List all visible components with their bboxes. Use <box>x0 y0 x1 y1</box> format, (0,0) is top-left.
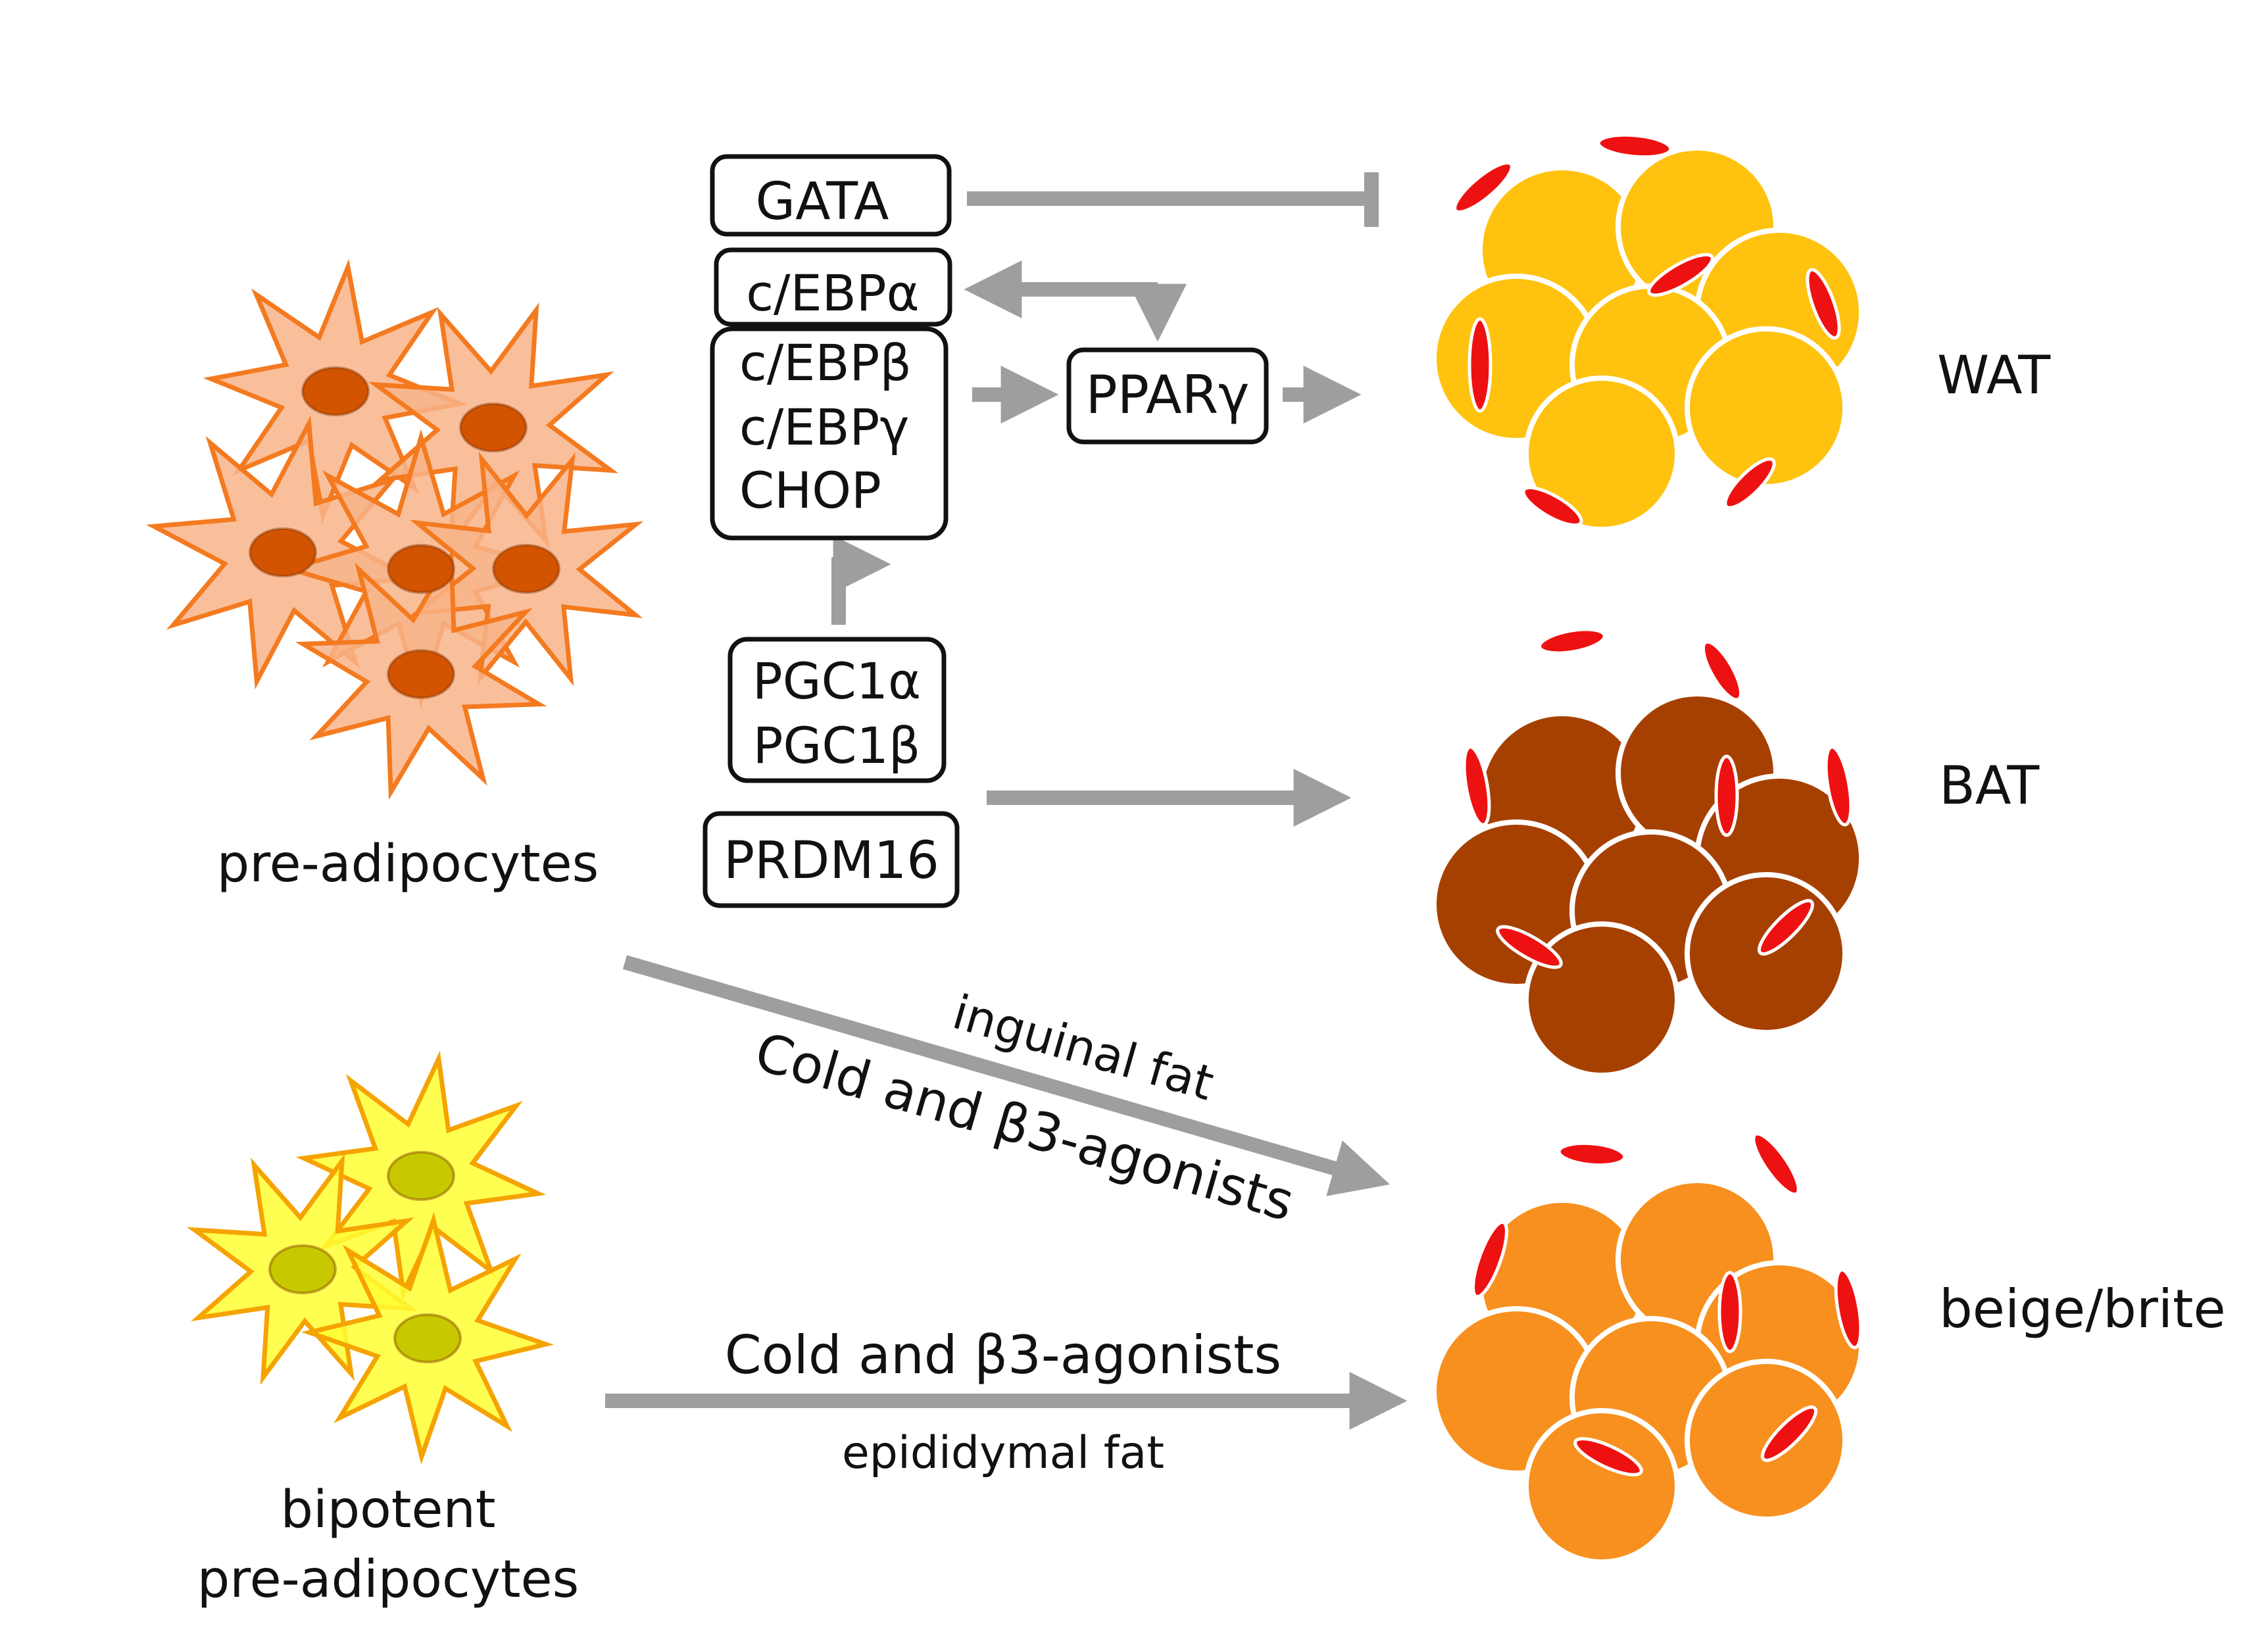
bipotent-pre-adipocyte-cluster <box>186 1050 555 1465</box>
beige-lipid-cap-3 <box>1834 1268 1863 1350</box>
cold-agonists-bottom-label: Cold and β3-agonists <box>725 1325 1281 1386</box>
bipotent-pre-adipocytes-label: pre-adipocytes <box>197 1550 579 1609</box>
cebp-group-box: c/EBPβ c/EBPγ CHOP <box>710 326 949 541</box>
beige-lipid-cap-2 <box>1752 1132 1800 1196</box>
wat-label: WAT <box>1937 345 2051 406</box>
pre-adipocyte-nucleus-6 <box>387 649 455 699</box>
wat-cell-6 <box>1685 326 1848 489</box>
wat-cell-7 <box>1523 376 1680 532</box>
gata-label: GATA <box>756 172 889 231</box>
bipotent-nucleus-1 <box>387 1151 455 1201</box>
pre-adipocyte-cluster <box>145 258 644 800</box>
chop-label: CHOP <box>739 461 881 520</box>
wat-lipid-cap-3 <box>1806 268 1841 340</box>
beige-lipid-cap-5 <box>1717 1271 1742 1353</box>
wat-lipid-cap-4 <box>1467 317 1492 413</box>
gata-box: GATA <box>710 154 952 237</box>
bipotent-nucleus-3 <box>393 1313 462 1363</box>
pre-adipocyte-nucleus-5 <box>492 544 560 594</box>
pgc1a-label: PGC1α <box>752 652 921 710</box>
pre-adipocyte-nucleus-1 <box>301 366 370 416</box>
epididymal-fat-label: epididymal fat <box>842 1427 1164 1479</box>
beige-cell-cluster <box>1431 1132 1864 1565</box>
beige-cell-7 <box>1523 1408 1680 1565</box>
beige-lipid-cap-1 <box>1557 1141 1627 1167</box>
wat-lipid-cap-2 <box>1596 133 1673 159</box>
bipotent-nucleus-2 <box>268 1244 337 1294</box>
beige-lipid-cap-6 <box>1760 1405 1818 1463</box>
bat-label: BAT <box>1939 755 2040 816</box>
bat-lipid-cap-4 <box>1462 745 1491 827</box>
pre-adipocyte-nucleus-2 <box>459 402 528 452</box>
arrows <box>605 172 1408 1430</box>
bipotent-label: bipotent <box>280 1480 495 1540</box>
ppar-label: PPARγ <box>1085 364 1249 426</box>
cebpg-label: c/EBPγ <box>739 398 909 456</box>
bat-lipid-cap-5 <box>1714 754 1739 837</box>
wat-lipid-cap-5 <box>1647 253 1714 297</box>
pgc1-to-cebp-arrow <box>831 535 891 625</box>
cebpb-label: c/EBPβ <box>739 333 912 392</box>
beige-brite-label: beige/brite <box>1939 1278 2226 1340</box>
beige-cell-6 <box>1685 1359 1848 1522</box>
bat-cell-7 <box>1523 921 1680 1078</box>
pre-adipocyte-nucleus-3 <box>249 527 317 577</box>
pgc1-box: PGC1α PGC1β <box>727 637 947 783</box>
beige-lipid-cap-4 <box>1471 1220 1508 1299</box>
wat-cell-cluster <box>1431 133 1864 532</box>
bat-lipid-cap-6 <box>1757 898 1815 956</box>
prdm16-label: PRDM16 <box>724 831 939 890</box>
pre-adipocytes-label: pre-adipocytes <box>217 835 599 894</box>
pgc1b-label: PGC1β <box>753 716 921 775</box>
wat-lipid-cap-1 <box>1453 161 1514 214</box>
cebpa-label: c/EBPα <box>746 264 919 322</box>
cebpa-box: c/EBPα <box>714 247 952 327</box>
pre-adipocyte-nucleus-4 <box>387 544 455 594</box>
ppar-box: PPARγ <box>1066 347 1269 445</box>
bat-lipid-cap-3 <box>1824 745 1853 827</box>
wat-lipid-cap-6 <box>1723 457 1776 510</box>
bat-lipid-cap-7 <box>1496 925 1563 969</box>
bat-lipid-cap-1 <box>1538 627 1606 655</box>
wat-lipid-cap-7 <box>1521 485 1583 527</box>
prdm16-box: PRDM16 <box>703 811 960 908</box>
bat-cell-cluster <box>1431 627 1864 1078</box>
inguinal-to-beige-arrow <box>622 955 1391 1196</box>
bat-lipid-cap-2 <box>1701 640 1743 702</box>
beige-lipid-cap-7 <box>1573 1437 1643 1476</box>
